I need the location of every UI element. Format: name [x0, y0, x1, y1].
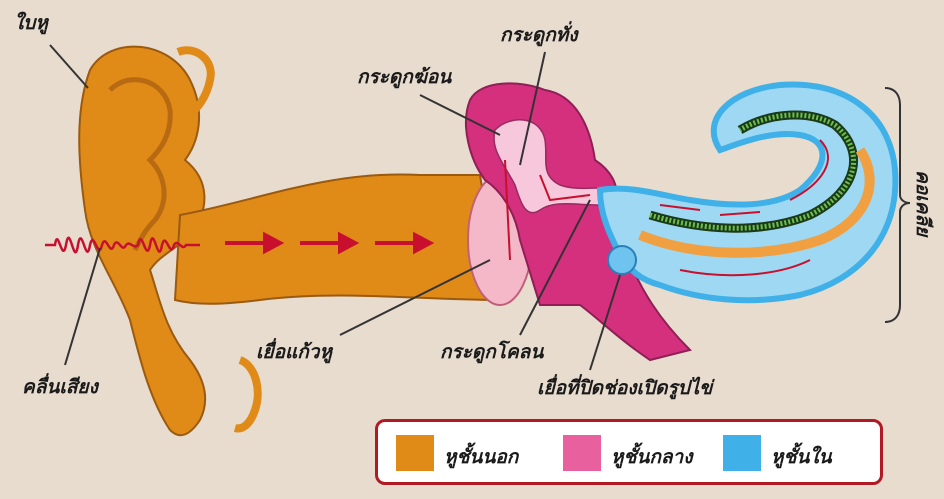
- label-pinna: ใบหู: [14, 8, 48, 38]
- label-sound-wave: คลื่นเสียง: [22, 372, 98, 402]
- ear-canal-shape: [175, 174, 500, 303]
- label-anvil: กระดูกทั่ง: [500, 20, 578, 50]
- label-cochlea: คอเคลีย: [908, 170, 938, 236]
- lobe-rim: [235, 360, 258, 428]
- legend-label-middle-ear: หูชั้นกลาง: [611, 442, 693, 472]
- legend-box: หูชั้นนอก หูชั้นกลาง หูชั้นใน: [375, 419, 883, 485]
- label-eardrum: เยื่อแก้วหู: [256, 337, 332, 367]
- legend-label-outer-ear: หูชั้นนอก: [444, 442, 518, 472]
- label-hammer: กระดูกฆ้อน: [357, 62, 451, 92]
- legend-swatch-outer-ear: [396, 435, 434, 471]
- label-stirrup: กระดูกโคลน: [440, 337, 543, 367]
- label-oval-window: เยื่อที่ปิดช่องเปิดรูปไข่: [537, 373, 712, 403]
- oval-window-shape: [608, 246, 636, 274]
- legend-swatch-middle-ear: [563, 435, 601, 471]
- legend-swatch-inner-ear: [723, 435, 761, 471]
- legend-label-inner-ear: หูชั้นใน: [771, 442, 832, 472]
- cochlea-shape: [600, 84, 895, 300]
